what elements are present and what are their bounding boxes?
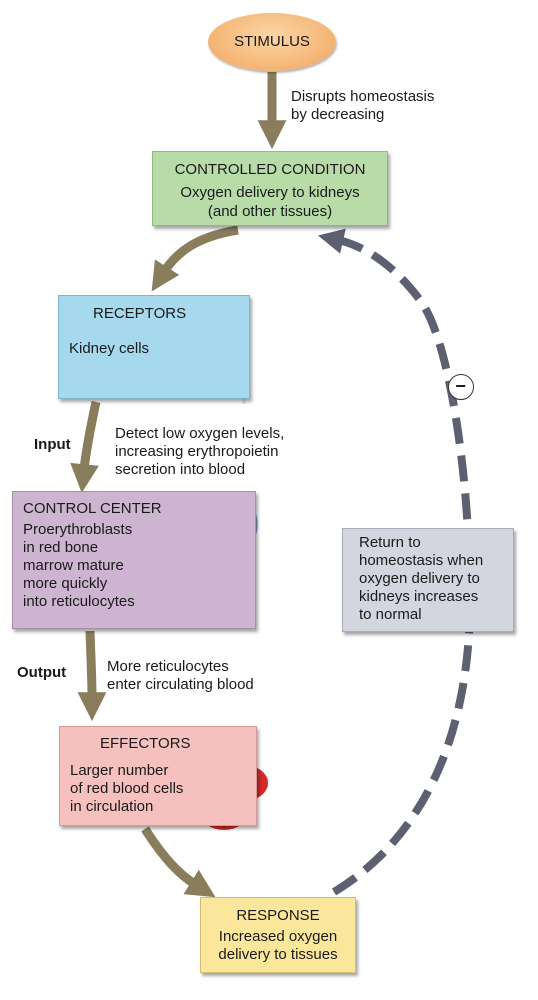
input-arrow-label-line: secretion into blood (115, 461, 246, 478)
control-center-line: marrow mature (23, 557, 124, 574)
stimulus-label: STIMULUS (234, 33, 310, 50)
response-box: RESPONSE Increased oxygen delivery to ti… (200, 897, 356, 973)
stimulus-arrow-label: Disrupts homeostasis by decreasing (291, 88, 434, 124)
effectors-title: EFFECTORS (100, 735, 191, 752)
output-arrow-label-line: More reticulocytes (107, 658, 229, 675)
negative-sign: − (455, 376, 466, 396)
effectors-line: in circulation (70, 798, 154, 815)
response-title: RESPONSE (236, 907, 320, 924)
control-center-title: CONTROL CENTER (23, 500, 162, 517)
receptors-title: RECEPTORS (93, 305, 187, 322)
stimulus-arrow-label-line: Disrupts homeostasis (291, 88, 435, 105)
return-to-homeostasis-box: Return to homeostasis when oxygen delive… (342, 528, 514, 632)
controlled-condition-box: CONTROLLED CONDITION Oxygen delivery to … (152, 151, 388, 226)
control-center-line: more quickly (23, 575, 108, 592)
return-line: homeostasis when (359, 552, 484, 569)
control-center-line: into reticulocytes (23, 593, 135, 610)
output-label: Output (17, 664, 67, 681)
return-line: oxygen delivery to (359, 570, 480, 587)
effectors-line: of red blood cells (70, 780, 184, 797)
effectors-box: EFFECTORS Larger number of red blood cel… (59, 726, 257, 826)
receptors-line: Kidney cells (69, 340, 150, 357)
arrow-receptors-to-control-center (70, 401, 101, 493)
effectors-line: Larger number (70, 762, 169, 779)
return-line: to normal (359, 606, 422, 623)
stimulus-arrow-label-line: by decreasing (291, 106, 385, 123)
arrow-effectors-to-response (141, 826, 216, 898)
control-center-line: Proerythroblasts (23, 521, 133, 538)
response-line: delivery to tissues (218, 946, 338, 963)
arrow-controlled-to-receptors (151, 225, 239, 292)
output-arrow-label-line: enter circulating blood (107, 676, 254, 693)
stimulus-oval (208, 13, 336, 71)
control-center-box: CONTROL CENTER Proerythroblasts in red b… (12, 491, 256, 629)
controlled-condition-title: CONTROLLED CONDITION (174, 161, 366, 178)
controlled-condition-line: (and other tissues) (207, 203, 333, 220)
dashed-feedback-loop (318, 228, 475, 896)
controlled-condition-line: Oxygen delivery to kidneys (180, 184, 360, 201)
input-arrow-label-line: increasing erythropoietin (115, 443, 279, 460)
input-arrow-label-line: Detect low oxygen levels, (115, 425, 285, 442)
control-center-line: in red bone (23, 539, 99, 556)
return-line: Return to (359, 534, 421, 551)
return-line: kidneys increases (359, 588, 479, 605)
receptors-box: RECEPTORS Kidney cells (58, 295, 250, 399)
input-label: Input (34, 436, 71, 453)
negative-feedback-icon: − (448, 374, 474, 400)
response-line: Increased oxygen (218, 928, 338, 945)
arrow-control-center-to-effectors (77, 630, 107, 722)
